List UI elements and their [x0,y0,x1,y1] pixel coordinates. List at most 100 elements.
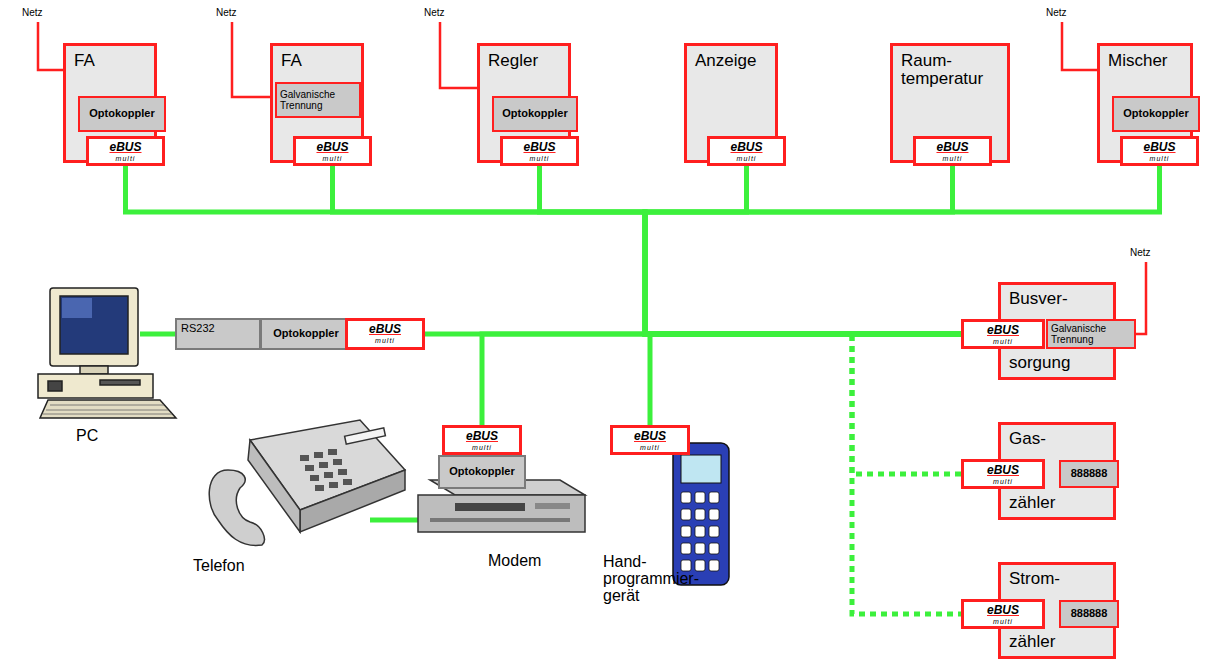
power-wire [38,22,1146,334]
ebus-interface: eBUSmulti [913,136,992,166]
key [695,526,705,537]
device-box: FAOptokopplereBUSmulti [63,43,157,163]
module-label: Galvanische Trennung [1051,324,1131,345]
ebus-logo-sub: multi [1123,155,1196,162]
bus-line [645,166,961,334]
ebus-logo: eBUS [348,323,422,336]
meter-display: 888888 [1059,460,1119,488]
supply-label: Netz [1130,248,1151,259]
bus-line [482,334,961,425]
meter-display: 888888 [1059,600,1119,628]
key [695,560,705,571]
bus-line [852,334,961,474]
pc-illustration [38,288,176,418]
device-title: zähler [1009,494,1055,512]
module-box: Galvanische Trennung [275,82,361,118]
ebus-logo: eBUS [613,430,687,443]
bus-line [540,166,962,334]
ebus-logo-sub: multi [613,444,687,451]
ebus-logo: eBUS [296,141,369,154]
supply-label: PC [76,428,98,445]
device-title: Mischer [1108,52,1168,70]
ebus-interface: eBUSmulti [961,319,1045,349]
ebus-interface: eBUSmulti [707,136,786,166]
ebus-logo-sub: multi [710,155,783,162]
ebus-logo-sub: multi [916,155,989,162]
ebus-logo-sub: multi [296,155,369,162]
device-title: sorgung [1009,354,1070,372]
device-box: Raum- temperatureBUSmulti [890,43,1010,163]
key [681,526,691,537]
ebus-logo: eBUS [916,141,989,154]
telephone-illustration [209,420,405,545]
device-title: Regler [488,52,538,70]
ebus-logo-sub: multi [348,337,422,344]
ebus-interface: eBUSmulti [610,425,690,455]
key [681,560,691,571]
ebus-logo: eBUS [710,141,783,154]
phone-line [370,518,420,523]
device-box: ReglerOptokopplereBUSmulti [477,43,571,163]
supply-label: Netz [22,8,43,19]
module-label: Optokoppler [262,328,350,340]
module-box: Optokoppler [1112,96,1200,132]
key [681,543,691,554]
device-box: FAGalvanische TrennungeBUSmulti [270,43,364,163]
module-label: Optokoppler [80,108,164,120]
ebus-logo-sub: multi [964,338,1042,345]
device-label: Hand- programmier- gerät [603,554,703,604]
module-label: Optokoppler [1114,108,1198,120]
device-label: Modem [488,553,541,570]
ebus-logo-sub: multi [964,478,1042,485]
key [709,509,719,520]
supply-label: Netz [424,8,445,19]
ebus-logo: eBUS [964,604,1042,617]
module-box: Optokoppler [438,455,526,489]
ebus-logo: eBUS [89,141,162,154]
ebus-logo-sub: multi [89,155,162,162]
bus-line [645,166,961,334]
keypad [681,492,719,571]
keyboard-keys [43,405,172,414]
device-title: Strom- [1009,570,1060,588]
module-label: Optokoppler [494,108,576,120]
ebus-logo: eBUS [503,141,576,154]
device-title: FA [281,52,302,70]
module-box: RS232 [175,318,261,350]
key [695,509,705,520]
ebus-interface: eBUSmulti [961,459,1045,489]
module-box: Optokoppler [492,96,578,132]
key [681,492,691,503]
ebus-interface: eBUSmulti [293,136,372,166]
supply-label: Netz [1046,8,1067,19]
bus-line [126,166,962,334]
ebus-logo-sub: multi [445,444,519,451]
key [709,526,719,537]
module-label: RS232 [181,323,215,335]
module-box: Optokoppler [260,318,352,350]
ebus-logo: eBUS [1123,141,1196,154]
module-label: Galvanische Trennung [280,90,356,111]
ebus-logo: eBUS [964,464,1042,477]
module-box: Optokoppler [78,96,166,132]
module-label: 888888 [1061,468,1117,480]
key [681,509,691,520]
device-title: Gas- [1009,430,1046,448]
hand-programmer-illustration [673,443,729,585]
ebus-interface: eBUSmulti [1120,136,1199,166]
module-label: Optokoppler [440,466,524,478]
ebus-logo-sub: multi [503,155,576,162]
device-label: Telefon [193,558,245,575]
ebus-interface: eBUSmulti [86,136,165,166]
bus-line [852,334,961,614]
ebus-logo-sub: multi [964,618,1042,625]
device-title: Busver- [1009,290,1068,308]
ebus-interface: eBUSmulti [442,425,522,455]
ebus-interface: eBUSmulti [961,599,1045,629]
device-box: MischerOptokopplereBUSmulti [1097,43,1193,163]
key [709,492,719,503]
device-title: zähler [1009,633,1055,651]
bus-line [650,334,961,425]
supply-label: Netz [216,8,237,19]
key [695,492,705,503]
